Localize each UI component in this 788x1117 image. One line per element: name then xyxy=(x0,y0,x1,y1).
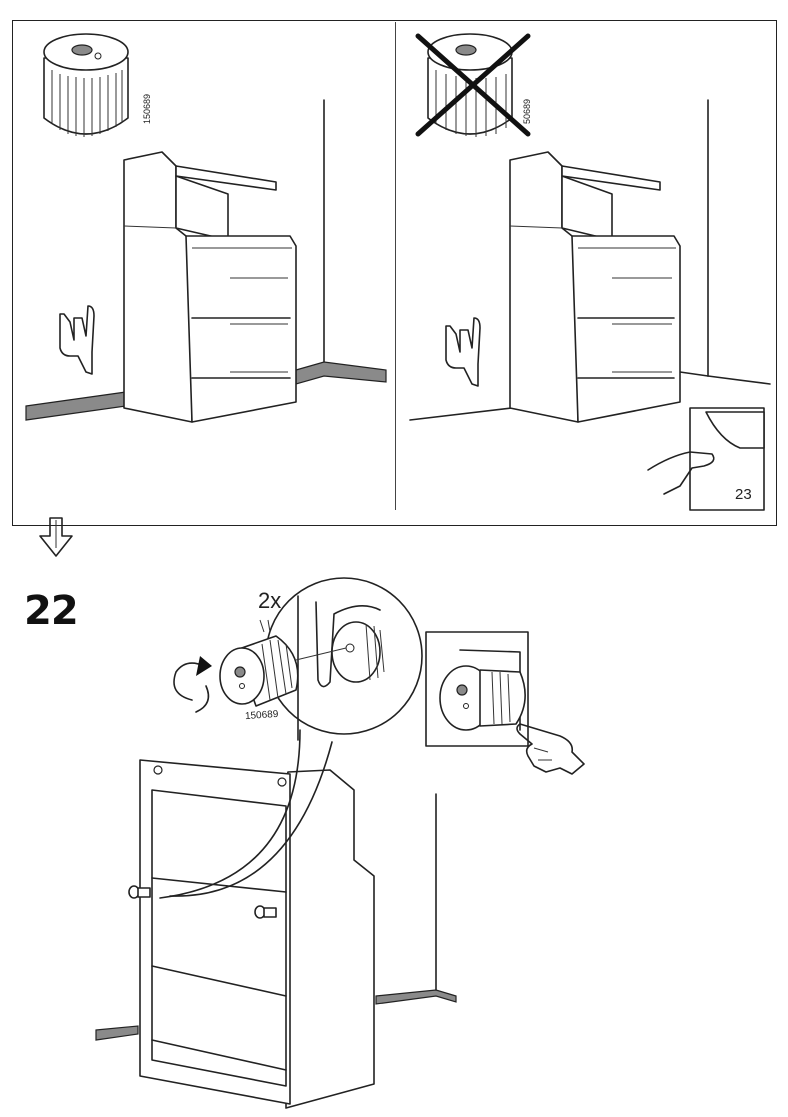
page-turn-icon xyxy=(647,407,765,511)
foot-part-icon xyxy=(43,33,129,137)
rotate-clockwise-icon xyxy=(173,656,212,713)
pointing-hand-icon xyxy=(445,317,481,387)
pressing-hand-icon xyxy=(516,723,585,775)
step-number: 22 xyxy=(24,588,79,634)
right-panel-illustration xyxy=(409,33,771,511)
part-number-label-step: 150689 xyxy=(244,708,279,723)
foot-part-step-icon xyxy=(219,619,299,707)
page-reference-number: 23 xyxy=(735,486,752,503)
foot-small-left xyxy=(128,885,151,899)
next-step-arrow-icon xyxy=(39,517,73,557)
zoom-callout xyxy=(159,577,423,899)
foot-small-right xyxy=(254,905,277,919)
quantity-label: 2x xyxy=(258,588,282,613)
panel-divider xyxy=(395,22,396,510)
inset-detail-box xyxy=(425,631,529,747)
pointing-hand-icon xyxy=(59,305,95,375)
part-number-label-crossed: 50689 xyxy=(522,98,532,124)
part-number-label: 150689 xyxy=(142,93,152,124)
foot-part-crossed-icon xyxy=(415,33,531,137)
cabinet-left xyxy=(123,151,297,423)
cabinet-right xyxy=(509,151,681,423)
left-panel-illustration xyxy=(25,33,387,423)
cabinet-back-view xyxy=(128,759,375,1109)
